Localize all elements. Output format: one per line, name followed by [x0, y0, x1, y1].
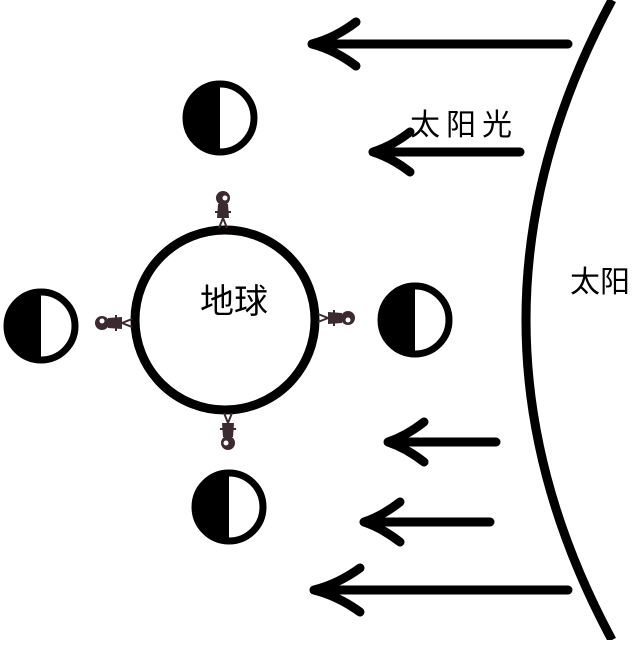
observer-bottom	[220, 412, 236, 450]
earth-label: 地球	[200, 282, 268, 322]
sunlight-arrow	[383, 417, 501, 467]
moon-right	[377, 282, 453, 358]
sun-edge	[521, 0, 616, 643]
sunlight-arrow	[359, 497, 495, 547]
sunlight-arrow	[368, 127, 525, 177]
moon-top	[182, 80, 258, 156]
sunlight-arrow	[309, 563, 573, 617]
sunlight-label: 太阳光	[410, 108, 518, 143]
observer-right	[317, 310, 355, 326]
earth-circle	[130, 225, 320, 415]
moon-left	[3, 288, 79, 364]
sunlight-arrow	[307, 17, 573, 71]
observer-left	[95, 315, 133, 331]
sun-label: 太阳	[570, 265, 630, 300]
observer-top	[215, 191, 231, 229]
moon-bottom	[191, 469, 267, 545]
